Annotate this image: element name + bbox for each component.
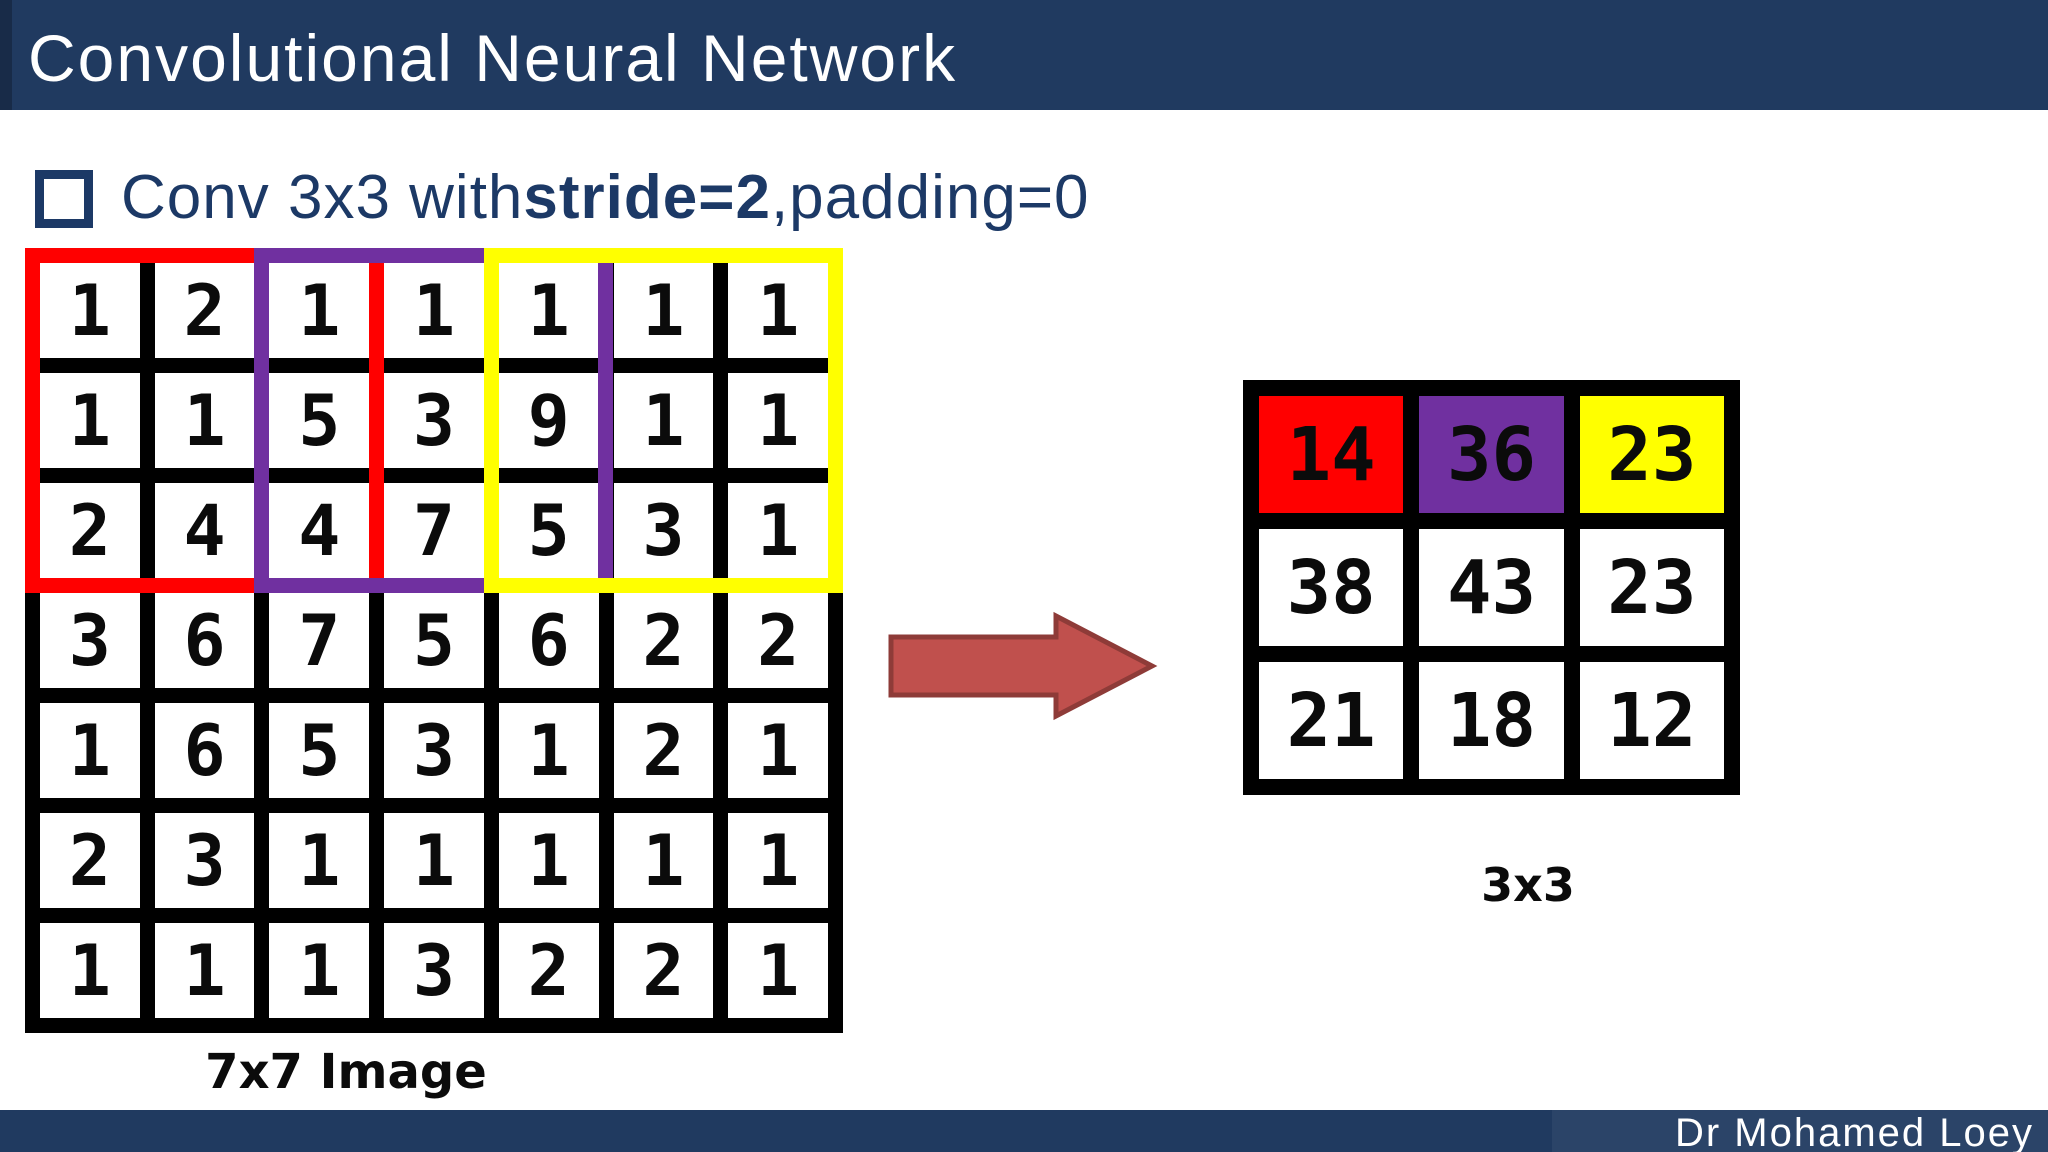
input-grid-cell: 1 — [40, 703, 140, 798]
output-grid-cell: 38 — [1259, 529, 1404, 646]
input-grid-cell: 1 — [728, 483, 828, 578]
input-grid-cell: 5 — [269, 703, 370, 798]
footer-accent — [1552, 1110, 2048, 1152]
input-grid-cell: 3 — [384, 373, 484, 468]
input-grid-cell: 1 — [728, 813, 828, 908]
input-grid-cell: 1 — [498, 813, 599, 908]
input-grid-cell: 7 — [384, 483, 484, 578]
input-grid-cell: 2 — [40, 813, 140, 908]
output-grid-cell: 12 — [1579, 662, 1724, 779]
header-left-accent — [0, 0, 12, 110]
input-grid-cell: 5 — [269, 373, 370, 468]
input-grid-cell: 3 — [40, 593, 140, 688]
output-grid-cell: 21 — [1259, 662, 1404, 779]
input-grid-cell: 1 — [728, 923, 828, 1018]
input-grid-cell: 1 — [613, 263, 714, 358]
input-grid-cell: 1 — [384, 813, 484, 908]
input-grid-cell: 3 — [384, 923, 484, 1018]
input-grid-cell: 1 — [40, 923, 140, 1018]
input-grid-cell: 2 — [498, 923, 599, 1018]
right-arrow-icon — [888, 611, 1158, 721]
input-grid-cell: 1 — [728, 263, 828, 358]
bullet-text-stride: stride=2 — [523, 162, 771, 232]
input-grid-cell: 1 — [269, 263, 370, 358]
input-grid-cell: 2 — [613, 703, 714, 798]
input-grid-cell: 4 — [154, 483, 255, 578]
input-grid-label: 7x7 Image — [205, 1044, 487, 1100]
input-grid-cell: 3 — [384, 703, 484, 798]
input-grid-cell: 5 — [384, 593, 484, 688]
output-grid-cell: 43 — [1419, 529, 1564, 646]
input-grid-cell: 5 — [498, 483, 599, 578]
input-grid-cell: 2 — [40, 483, 140, 578]
output-grid-cell: 23 — [1579, 529, 1724, 646]
footer-bar: Dr Mohamed Loey — [0, 1110, 2048, 1152]
input-grid-cell: 3 — [613, 483, 714, 578]
input-grid-cell: 6 — [154, 593, 255, 688]
input-grid-cell: 9 — [498, 373, 599, 468]
bullet-square-icon — [35, 170, 93, 228]
input-grid-cell: 2 — [728, 593, 828, 688]
input-grid-cell: 1 — [269, 813, 370, 908]
input-grid-cell: 6 — [154, 703, 255, 798]
output-grid-cell: 23 — [1579, 396, 1724, 513]
footer-credit: Dr Mohamed Loey — [1674, 1111, 2034, 1152]
input-grid-cell: 2 — [613, 923, 714, 1018]
input-grid-cell: 2 — [154, 263, 255, 358]
output-grid-cell: 14 — [1259, 396, 1404, 513]
input-grid-cell: 1 — [40, 373, 140, 468]
input-grid-cell: 1 — [154, 923, 255, 1018]
input-grid-cell: 2 — [613, 593, 714, 688]
output-grid-cell: 36 — [1419, 396, 1564, 513]
input-grid-cell: 1 — [728, 373, 828, 468]
input-grid-cell: 1 — [613, 373, 714, 468]
slide-title: Convolutional Neural Network — [28, 21, 958, 95]
input-grid-cell: 1 — [498, 703, 599, 798]
input-grid-cell: 3 — [154, 813, 255, 908]
input-grid-cell: 1 — [728, 703, 828, 798]
input-grid-cell: 1 — [384, 263, 484, 358]
header-bar: Convolutional Neural Network — [0, 0, 2048, 110]
input-grid-cell: 4 — [269, 483, 370, 578]
input-grid-cell: 1 — [498, 263, 599, 358]
conv-window-yellow-icon — [484, 248, 843, 593]
input-grid-cell: 1 — [613, 813, 714, 908]
bullet-text-prefix: Conv 3x3 with — [121, 162, 524, 232]
input-grid-cell: 1 — [154, 373, 255, 468]
bullet-text-suffix: ,padding=0 — [770, 162, 1090, 232]
input-grid-cell: 7 — [269, 593, 370, 688]
input-grid-cell: 1 — [269, 923, 370, 1018]
output-grid-label: 3x3 — [1481, 858, 1575, 912]
input-grid-cell: 1 — [40, 263, 140, 358]
bullet-row: Conv 3x3 with stride=2,padding=0 — [35, 152, 1090, 242]
input-grid-cell: 6 — [498, 593, 599, 688]
output-grid-cell: 18 — [1419, 662, 1564, 779]
